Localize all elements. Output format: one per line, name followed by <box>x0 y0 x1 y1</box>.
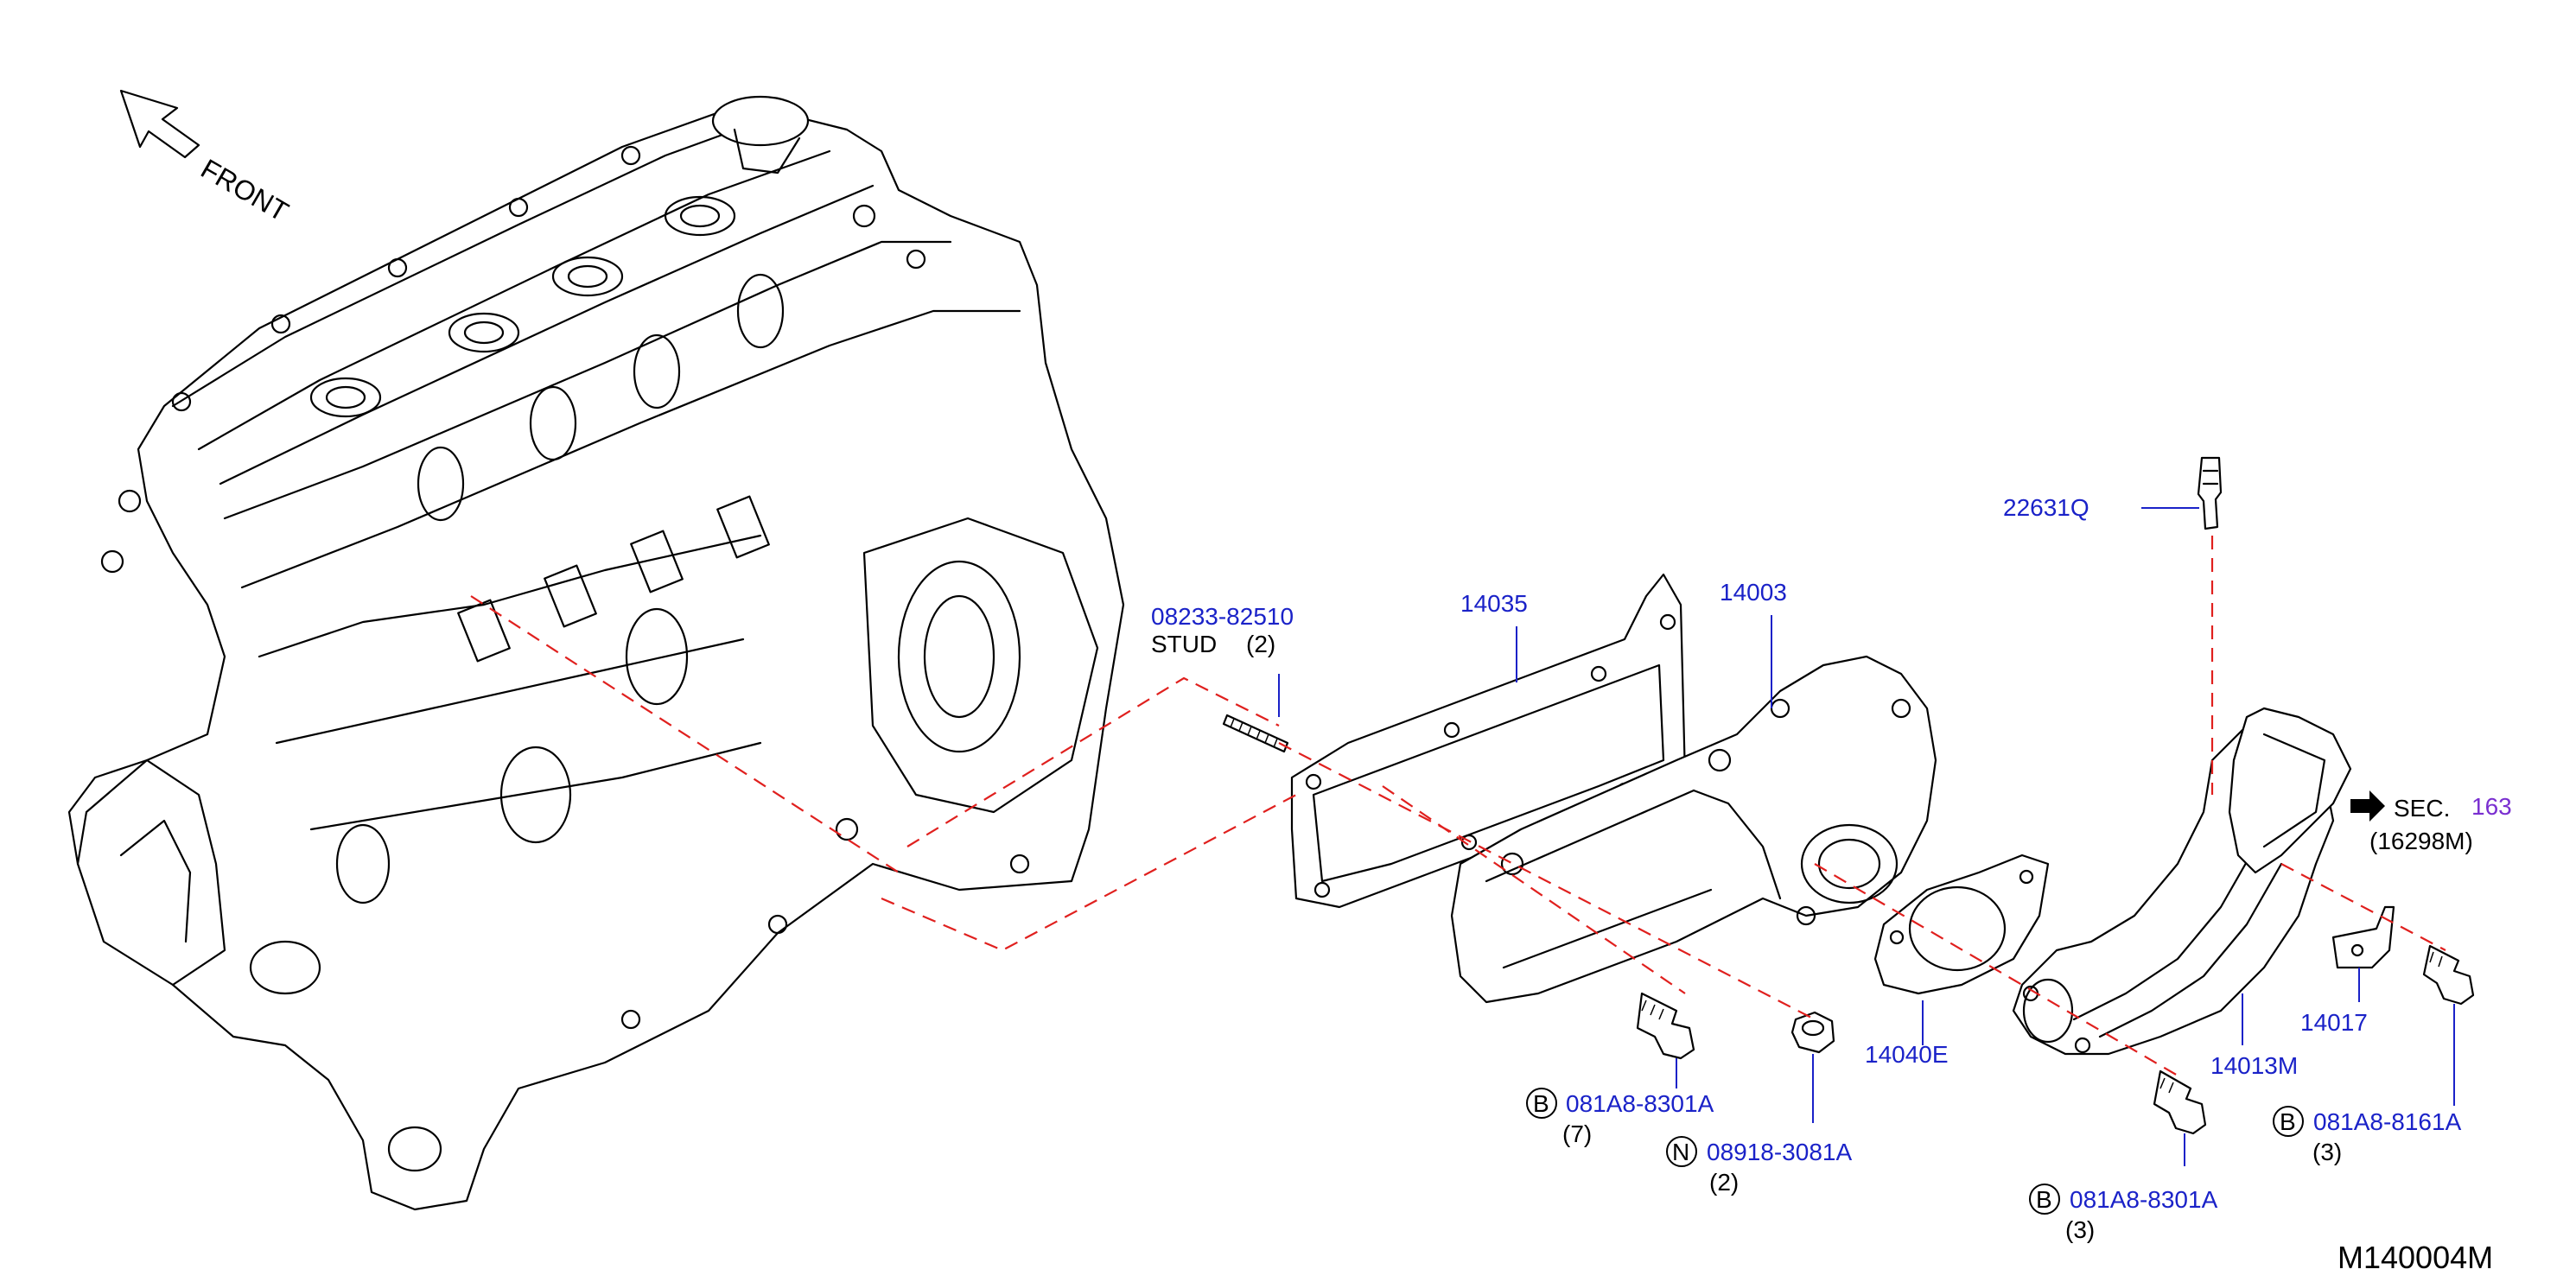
label-081a8-8301a-3[interactable]: 081A8-8301A <box>2070 1186 2218 1213</box>
label-stud-part-number[interactable]: 08233-82510 <box>1151 603 1294 630</box>
label-081a8-8161a[interactable]: 081A8-8161A <box>2313 1108 2462 1135</box>
label-081a8-8161a-qty: (3) <box>2312 1139 2342 1165</box>
label-stud-name: STUD <box>1151 631 1217 657</box>
bolt-mark-b3-circle <box>2273 1106 2304 1137</box>
bolt-mark-b-circle <box>1526 1088 1557 1119</box>
leader-lines <box>1278 507 2455 1166</box>
nut-08918-3081a-illustration <box>1790 1011 1835 1054</box>
sensor-22631q-illustration <box>2197 456 2223 530</box>
label-14017[interactable]: 14017 <box>2300 1009 2368 1036</box>
bolt-mark-b2-circle <box>2029 1184 2060 1215</box>
bolt-081a8-8301a-lower-illustration <box>2153 1069 2207 1135</box>
label-stud-qty: (2) <box>1246 631 1275 657</box>
label-08918-3081a[interactable]: 08918-3081A <box>1707 1139 1852 1165</box>
label-14013m[interactable]: 14013M <box>2210 1052 2298 1079</box>
front-arrow-icon <box>119 89 200 159</box>
label-sec-ref: (16298M) <box>2369 828 2473 854</box>
nut-mark-n-circle <box>1666 1136 1697 1167</box>
diagram-code: M140004M <box>2337 1240 2493 1275</box>
label-14040e[interactable]: 14040E <box>1865 1041 1949 1068</box>
label-sec-prefix: SEC. <box>2394 795 2450 822</box>
label-081a8-8301a-7[interactable]: 081A8-8301A <box>1566 1090 1714 1117</box>
bolt-mark-b-letter: B <box>1533 1090 1549 1117</box>
label-08918-3081a-qty: (2) <box>1709 1169 1739 1196</box>
gasket-14040e-illustration <box>1873 854 2050 995</box>
bracket-14017-illustration <box>2331 905 2395 969</box>
section-arrow-icon <box>2350 790 2385 822</box>
flange-illustration <box>2228 707 2352 874</box>
bolt-mark-b2-letter: B <box>2036 1186 2052 1213</box>
label-sec-number[interactable]: 163 <box>2471 793 2512 820</box>
label-081a8-8301a-7-qty: (7) <box>1562 1120 1592 1147</box>
gasket-14035-illustration <box>1290 573 1687 909</box>
engine-block-illustration <box>67 95 1125 1211</box>
stud-illustration <box>1222 714 1289 753</box>
front-text: FRONT <box>196 153 294 227</box>
bolt-mark-b3-letter: B <box>2280 1108 2296 1135</box>
bolt-081a8-8301a-illustration <box>1636 992 1695 1060</box>
bolt-081a8-8161a-illustration <box>2422 944 2475 1006</box>
assembly-dashed-lines <box>470 536 2446 1076</box>
label-14035[interactable]: 14035 <box>1460 590 1528 617</box>
label-22631q[interactable]: 22631Q <box>2003 494 2089 521</box>
nut-mark-n-letter: N <box>1672 1139 1689 1165</box>
label-081a8-8301a-3-qty: (3) <box>2065 1216 2095 1243</box>
label-14003[interactable]: 14003 <box>1720 579 1787 606</box>
